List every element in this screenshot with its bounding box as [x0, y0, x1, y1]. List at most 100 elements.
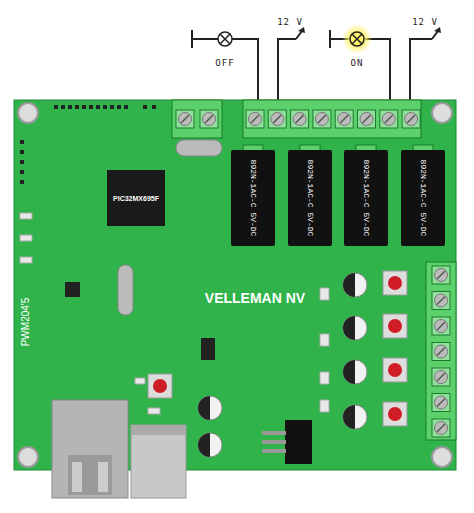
pin-header: [20, 180, 24, 184]
pin-header: [110, 105, 114, 109]
pcb-board: VELLEMAN NV PWM204'5 PIC32MX695F 892N-1AC-C…: [14, 100, 456, 470]
lamp-glow: [342, 24, 372, 54]
terminal-screw: [205, 115, 213, 123]
terminal-screw: [176, 110, 194, 128]
terminal-screw: [291, 110, 309, 128]
push-button: [148, 271, 407, 426]
terminal-screw: [437, 297, 445, 305]
pin-header: [103, 105, 107, 109]
relay-marking: 892N-1AC-C 5V-DC: [306, 160, 315, 237]
capacitor: [343, 316, 367, 340]
terminal-screw: [435, 294, 448, 307]
terminal-screw: [385, 115, 393, 123]
terminal-screw: [360, 113, 373, 126]
capacitor: [198, 433, 210, 457]
terminal-screw: [246, 110, 264, 128]
push-button: [148, 374, 172, 398]
terminal-screw: [340, 115, 348, 123]
terminal-screw: [437, 348, 445, 356]
board-code: PWM204'5: [20, 298, 31, 347]
pin-header: [20, 150, 24, 154]
terminal-screw: [176, 110, 450, 437]
capacitor: [343, 405, 367, 429]
wire-label: ON: [351, 58, 364, 68]
relay-marking: 892N-1AC-C 5V-DC: [419, 160, 428, 237]
capacitor: [198, 396, 222, 420]
terminal-screw: [437, 322, 445, 330]
terminal-screw: [271, 113, 284, 126]
terminal-screw: [435, 345, 448, 358]
capacitor: [343, 273, 367, 297]
terminal-screw: [382, 113, 395, 126]
microcontroller-chip: PIC32MX695F: [107, 170, 165, 226]
terminal-screw: [335, 110, 353, 128]
pin-header: [20, 140, 24, 144]
pin-header: [117, 105, 121, 109]
push-button: [388, 407, 402, 421]
push-button: [388, 363, 402, 377]
usb-connector: [131, 425, 186, 498]
ethernet-jack: [52, 400, 128, 498]
pin-header: [20, 170, 24, 174]
terminal-screw: [273, 115, 281, 123]
capacitor: [198, 396, 210, 420]
push-button: [388, 276, 402, 290]
terminal-screw: [407, 115, 415, 123]
terminal-screw: [432, 317, 450, 335]
terminal-screw: [293, 113, 306, 126]
wire-label: 12 V: [277, 17, 303, 27]
terminal-screw: [268, 110, 286, 128]
terminal-screw: [432, 419, 450, 437]
terminal-screw: [181, 115, 189, 123]
terminal-screw: [318, 115, 326, 123]
terminal-screw: [437, 399, 445, 407]
terminal-screw: [203, 113, 216, 126]
wire-label: OFF: [215, 58, 234, 68]
terminal-screw: [435, 422, 448, 435]
terminal-screw: [249, 113, 262, 126]
smd-part: [20, 213, 329, 414]
terminal-screw: [296, 115, 304, 123]
terminal-screw: [432, 343, 450, 361]
capacitor: [343, 273, 355, 297]
capacitor: [343, 360, 355, 384]
terminal-screw: [315, 113, 328, 126]
terminal-screw: [313, 110, 331, 128]
pin-header: [61, 105, 65, 109]
capacitor: [343, 316, 355, 340]
pin-header: [75, 105, 79, 109]
push-button: [383, 402, 407, 426]
pin-header: [143, 105, 147, 109]
ic-chip: [65, 282, 215, 360]
terminal-screw: [437, 373, 445, 381]
terminal-screw: [405, 113, 418, 126]
terminal-screw: [358, 110, 376, 128]
terminal-screw: [435, 371, 448, 384]
relay: 892N-1AC-C 5V-DC: [288, 150, 332, 246]
wire-label: 12 V: [412, 17, 438, 27]
terminal-block: [172, 100, 456, 440]
push-button: [383, 314, 407, 338]
terminal-screw: [402, 110, 420, 128]
relay: 892N-1AC-C 5V-DC: [231, 150, 275, 246]
voltage-regulator: [262, 420, 312, 464]
terminal-screw: [380, 110, 398, 128]
brand-label: VELLEMAN NV: [205, 290, 305, 306]
relay-marking: 892N-1AC-C 5V-DC: [362, 160, 371, 237]
terminal-screw: [200, 110, 218, 128]
terminal-screw: [432, 394, 450, 412]
terminal-screw: [435, 320, 448, 333]
capacitor: [343, 405, 355, 429]
pin-header: [82, 105, 86, 109]
push-button: [383, 271, 407, 295]
capacitor: [198, 273, 367, 457]
terminal-screw: [363, 115, 371, 123]
crystal: [118, 140, 222, 315]
push-button: [388, 319, 402, 333]
terminal-screw: [437, 271, 445, 279]
terminal-screw: [251, 115, 259, 123]
relay-marking: 892N-1AC-C 5V-DC: [249, 160, 258, 237]
pin-header: [124, 105, 128, 109]
chip-marking: PIC32MX695F: [113, 195, 159, 202]
